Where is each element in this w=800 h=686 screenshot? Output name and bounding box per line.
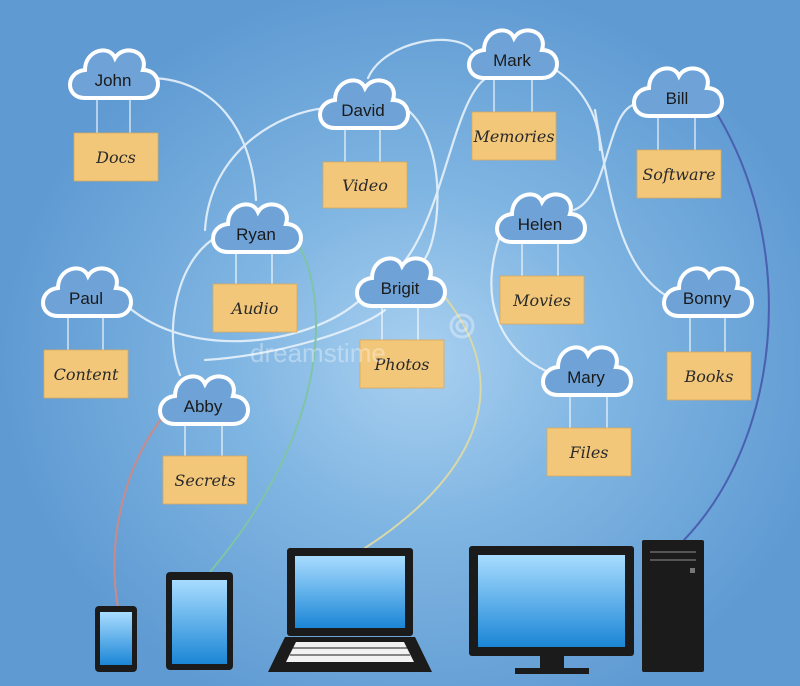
note-label-john: Docs — [95, 148, 136, 167]
note-brigit: Photos — [359, 339, 445, 389]
note-ryan: Audio — [212, 283, 298, 333]
note-abby: Secrets — [162, 455, 248, 505]
cloud-label-ryan: Ryan — [236, 225, 276, 244]
watermark-logo-icon — [449, 313, 475, 339]
device-cables — [113, 111, 770, 609]
note-label-helen: Movies — [512, 291, 571, 310]
cloud-label-john: John — [95, 71, 132, 90]
cable-ryan-tablet — [209, 243, 318, 573]
cloud-icon — [158, 374, 250, 426]
link-david-mark — [366, 38, 474, 80]
cloud-icon — [211, 202, 303, 254]
note-label-mark: Memories — [472, 127, 554, 146]
cable-bill-tower — [683, 111, 770, 541]
link-ryan-david — [203, 106, 328, 232]
cloud-icon — [632, 66, 724, 118]
cloud-mary: Mary — [541, 345, 633, 397]
cloud-label-david: David — [341, 101, 384, 120]
note-mary: Files — [546, 427, 632, 477]
cloud-label-brigit: Brigit — [381, 279, 420, 298]
note-label-bonny: Books — [684, 367, 734, 386]
note-john: Docs — [73, 132, 159, 182]
pc-tower-icon — [642, 540, 704, 672]
note-label-mary: Files — [568, 443, 608, 462]
note-label-david: Video — [342, 176, 388, 195]
note-helen: Movies — [499, 275, 585, 325]
link-bill-helen — [572, 102, 638, 212]
note-bill: Software — [636, 149, 722, 199]
connection-lines — [124, 38, 667, 377]
link-helen-mary — [490, 234, 550, 374]
note-label-paul: Content — [54, 365, 119, 384]
monitor-icon — [469, 546, 634, 674]
cloud-bonny: Bonny — [662, 266, 754, 318]
cloud-john: John — [68, 48, 160, 100]
note-strings — [67, 78, 726, 456]
link-david-brigit — [408, 110, 439, 266]
cable-brigit-laptop — [364, 295, 482, 549]
cloud-icon — [541, 345, 633, 397]
tablet-icon — [166, 572, 233, 670]
cloud-bill: Bill — [632, 66, 724, 118]
note-label-ryan: Audio — [230, 299, 279, 318]
cloud-label-abby: Abby — [184, 397, 223, 416]
link-john-ryan — [150, 76, 258, 202]
cloud-icon — [662, 266, 754, 318]
link-abby-brigit — [203, 308, 387, 362]
note-label-brigit: Photos — [374, 355, 430, 374]
note-david: Video — [322, 161, 408, 209]
cloud-icon — [41, 266, 133, 318]
link-paul-brigit — [124, 298, 362, 343]
cloud-icon — [467, 28, 559, 80]
note-mark: Memories — [471, 111, 557, 161]
note-bonny: Books — [666, 351, 752, 401]
cloud-label-helen: Helen — [518, 215, 562, 234]
watermark-text: dreamstime — [250, 338, 386, 368]
cable-abby-phone — [113, 417, 163, 609]
cloud-paul: Paul — [41, 266, 133, 318]
cloud-label-bonny: Bonny — [683, 289, 732, 308]
link-mark-bill — [554, 68, 602, 152]
note-label-abby: Secrets — [174, 471, 235, 490]
link-mark-bonny — [593, 108, 667, 297]
cloud-icon — [355, 256, 447, 308]
note-paul: Content — [43, 349, 129, 399]
cloud-icon — [68, 48, 160, 100]
cloud-abby: Abby — [158, 374, 250, 426]
cloud-ryan: Ryan — [211, 202, 303, 254]
cloud-mark: Mark — [467, 28, 559, 80]
cloud-label-mary: Mary — [567, 368, 605, 387]
note-label-bill: Software — [642, 165, 715, 184]
cloud-david: David — [318, 78, 410, 130]
smartphone-icon — [95, 606, 137, 672]
link-brigit-mark — [402, 74, 492, 264]
laptop-icon — [268, 548, 432, 672]
cloud-label-mark: Mark — [493, 51, 531, 70]
cloud-label-bill: Bill — [666, 89, 689, 108]
link-ryan-abby — [171, 234, 220, 377]
cloud-helen: Helen — [495, 192, 587, 244]
cloud-label-paul: Paul — [69, 289, 103, 308]
cloud-icon — [318, 78, 410, 130]
cloud-icon — [495, 192, 587, 244]
cloud-brigit: Brigit — [355, 256, 447, 308]
